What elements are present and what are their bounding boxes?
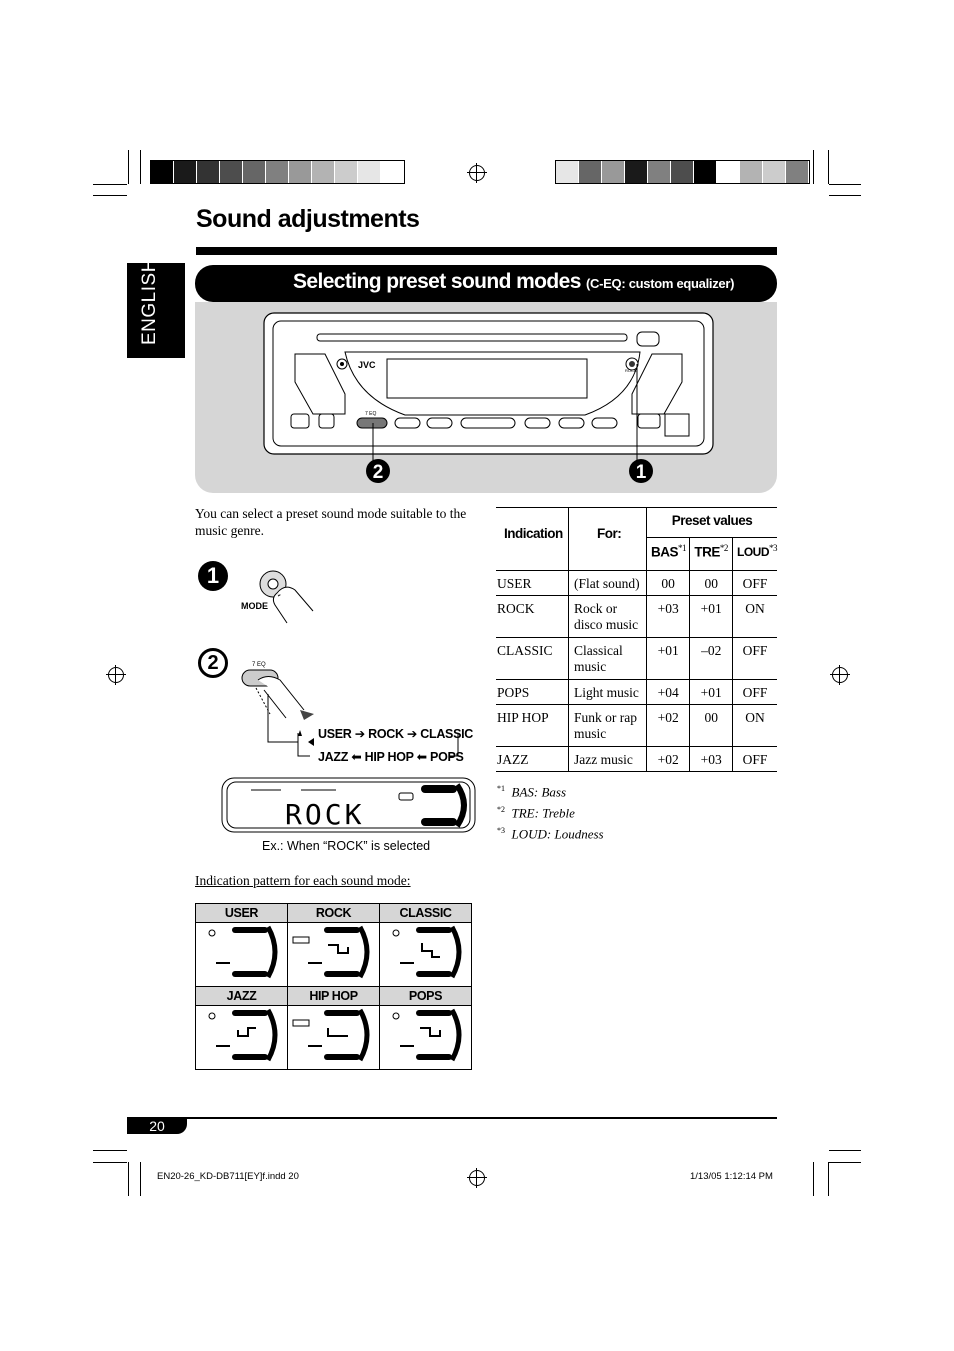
mode-cycle-row1: USER ➔ ROCK ➔ CLASSIC bbox=[318, 726, 473, 741]
footnote: *1 BAS: Bass bbox=[497, 784, 567, 800]
section-subheading: (C-EQ: custom equalizer) bbox=[586, 276, 735, 291]
header-bas: BAS*1 bbox=[645, 537, 690, 571]
mode-jazz: JAZZ bbox=[318, 750, 349, 764]
eq-label: 7 EQ bbox=[252, 662, 266, 668]
display-example-caption: Ex.: When “ROCK” is selected bbox=[262, 839, 431, 853]
eq-button-label: 7 EQ bbox=[365, 411, 377, 417]
slug-file: EN20-26_KD-DB711[EY]f.indd 20 bbox=[157, 1171, 299, 1182]
pattern-header-rock: ROCK bbox=[287, 903, 380, 923]
table-row: JAZZ Jazz music +02 +03 OFF bbox=[496, 746, 777, 772]
callout-1: 1 bbox=[636, 462, 647, 483]
brand-logo: JVC bbox=[358, 360, 376, 370]
lcd-mode-text: ROCK bbox=[285, 798, 364, 831]
mode-button-label: MODE bbox=[241, 601, 268, 611]
arrow-right-icon: ➔ bbox=[406, 727, 418, 741]
pattern-header-user: USER bbox=[195, 903, 288, 923]
pattern-table: USER ROCK CLASSIC JAZZ HIP HOP POPS bbox=[195, 903, 472, 1070]
callout-2: 2 bbox=[373, 462, 384, 483]
table-row: USER (Flat sound) 00 00 OFF bbox=[496, 570, 777, 596]
mode-hiphop: HIP HOP bbox=[364, 750, 414, 764]
lcd-display-example: ROCK bbox=[221, 777, 476, 833]
page-title: Sound adjustments bbox=[196, 205, 420, 233]
pattern-user-indicator bbox=[208, 925, 278, 979]
pattern-header-classic: CLASSIC bbox=[379, 903, 472, 923]
pattern-hiphop-indicator bbox=[292, 1008, 370, 1062]
language-tab-label: ENGLISH bbox=[139, 258, 160, 345]
mode-user: USER bbox=[318, 727, 352, 741]
title-rule bbox=[196, 247, 777, 255]
header-for: For: bbox=[567, 507, 647, 571]
pattern-hiphop bbox=[287, 1005, 380, 1070]
header-preset-values: Preset values bbox=[645, 507, 777, 538]
pattern-classic-indicator bbox=[392, 925, 462, 979]
pattern-caption: Indication pattern for each sound mode: bbox=[195, 873, 411, 888]
registration-mark-left bbox=[106, 665, 126, 685]
table-row: CLASSIC Classical music +01 –02 OFF bbox=[496, 637, 777, 680]
registration-mark-bottom bbox=[467, 1168, 487, 1188]
footer-rule bbox=[127, 1117, 777, 1119]
pattern-classic bbox=[379, 922, 472, 987]
mode-pops: POPS bbox=[430, 750, 464, 764]
footnotes: *1 BAS: Bass *2 TRE: Treble *3 LOUD: Lou… bbox=[497, 780, 604, 842]
eq-button-illustration: 7 EQ bbox=[241, 662, 459, 757]
mode-button-illustration: MODE bbox=[241, 570, 314, 624]
arrow-right-icon: ➔ bbox=[354, 727, 365, 741]
pattern-header-pops: POPS bbox=[379, 986, 472, 1006]
header-indication: Indication bbox=[496, 507, 569, 571]
pattern-jazz bbox=[195, 1005, 288, 1070]
preset-values-table: Indication For: Preset values BAS*1 TRE*… bbox=[496, 507, 778, 772]
mode-rock: ROCK bbox=[368, 727, 404, 741]
car-stereo-illustration: JVC ROCK 7 EQ 2 1 bbox=[263, 312, 714, 483]
pattern-header-hiphop: HIP HOP bbox=[287, 986, 380, 1006]
registration-mark-right bbox=[830, 665, 850, 685]
page-number: 20 bbox=[127, 1118, 187, 1134]
pattern-user bbox=[195, 922, 288, 987]
table-row: HIP HOP Funk or rap music +02 00 ON bbox=[496, 704, 777, 747]
footnote: *2 TRE: Treble bbox=[497, 804, 575, 821]
color-bar-left bbox=[150, 160, 405, 184]
pattern-pops bbox=[379, 1005, 472, 1070]
table-row: ROCK Rock or disco music +03 +01 ON bbox=[496, 595, 777, 638]
header-loud: LOUD*3 bbox=[732, 537, 778, 571]
arrow-left-icon: ⬅ bbox=[351, 750, 362, 764]
section-heading-text: Selecting preset sound modes bbox=[293, 270, 581, 293]
slug-date: 1/13/05 1:12:14 PM bbox=[690, 1171, 773, 1182]
device-illustration-panel: JVC ROCK 7 EQ 2 1 bbox=[195, 302, 777, 493]
pattern-header-jazz: JAZZ bbox=[195, 986, 288, 1006]
footnote: *3 LOUD: Loudness bbox=[497, 825, 604, 841]
step-2-badge: 2 bbox=[198, 648, 228, 678]
arrow-left-icon: ⬅ bbox=[416, 750, 427, 764]
intro-text: You can select a preset sound mode suita… bbox=[195, 506, 467, 538]
pattern-rock bbox=[287, 922, 380, 987]
section-heading: Selecting preset sound modes (C-EQ: cust… bbox=[195, 265, 777, 302]
pattern-pops-indicator bbox=[392, 1008, 462, 1062]
header-tre: TRE*2 bbox=[689, 537, 733, 571]
pattern-rock-indicator bbox=[292, 925, 370, 979]
pattern-jazz-indicator bbox=[208, 1008, 278, 1062]
registration-mark-top bbox=[467, 163, 487, 183]
language-tab: ENGLISH bbox=[127, 258, 185, 358]
mode-cycle-row2: JAZZ ⬅ HIP HOP ⬅ POPS bbox=[318, 749, 464, 764]
table-row: POPS Light music +04 +01 OFF bbox=[496, 679, 777, 705]
color-bar-right bbox=[555, 160, 810, 184]
step-1-badge: 1 bbox=[198, 561, 228, 591]
rock-indicator-label: ROCK bbox=[625, 368, 637, 373]
mode-classic: CLASSIC bbox=[420, 727, 474, 741]
